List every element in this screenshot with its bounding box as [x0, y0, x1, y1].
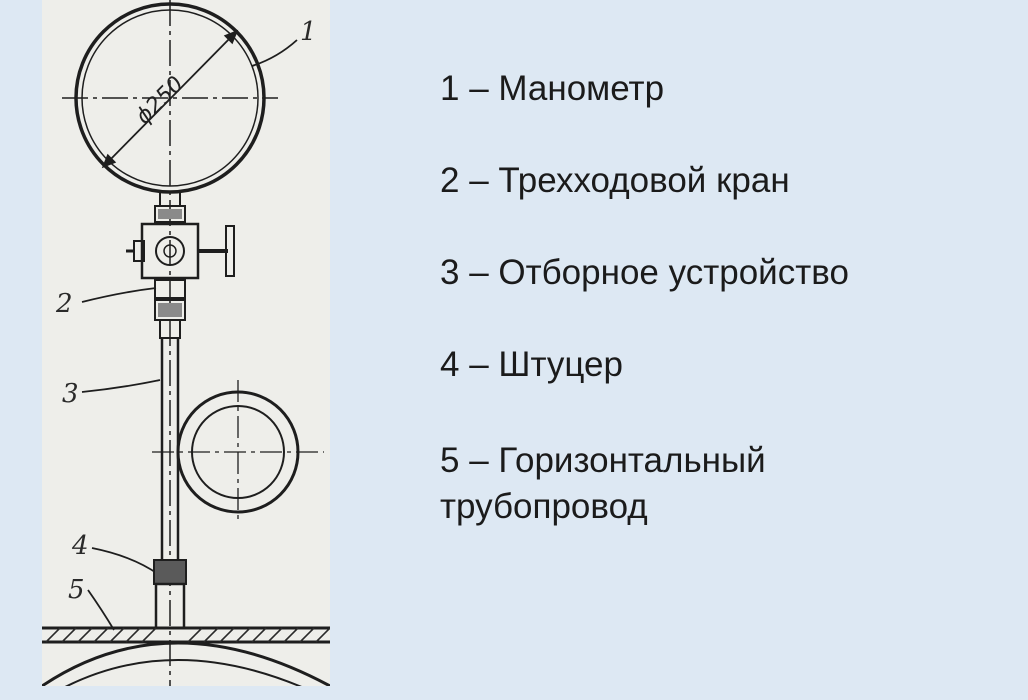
callout-1: 1 — [300, 17, 317, 47]
gauge-nut — [154, 205, 186, 223]
pressure-gauge-drawing: ϕ250 1 2 3 4 5 — [42, 0, 330, 686]
diameter-arrow-bottom — [101, 153, 117, 169]
leader-line-5 — [87, 589, 115, 631]
lower-nut-hatch — [158, 303, 182, 317]
legend-item-sampling-device: 3 – Отборное устройство — [440, 253, 849, 292]
legend-item-horizontal-pipeline: 5 – Горизонтальный трубопровод — [440, 441, 766, 526]
callout-4: 4 — [71, 531, 89, 561]
leader-line-4 — [91, 547, 159, 575]
legend-item-three-way-valve: 2 – Трехходовой кран — [440, 161, 790, 200]
fitting-hatched — [153, 559, 187, 585]
valve-plug — [155, 236, 185, 266]
valve-plug-core — [163, 244, 177, 258]
legend-item-gauge: 1 – Манометр — [440, 69, 665, 108]
nut-hatch — [158, 209, 182, 219]
diameter-line — [103, 31, 237, 167]
callout-3: 3 — [62, 379, 79, 409]
callout-5: 5 — [68, 575, 85, 605]
pipe-curve-inner — [65, 659, 302, 686]
legend-item-fitting: 4 – Штуцер — [440, 345, 623, 384]
diameter-arrow-top — [223, 29, 239, 45]
pipe-curve-outer — [42, 641, 330, 686]
lower-nut-1 — [154, 279, 186, 299]
valve-handle — [225, 225, 235, 277]
diameter-label: ϕ250 — [131, 72, 189, 130]
leader-line-2 — [81, 287, 157, 303]
technical-drawing: ϕ250 1 2 3 4 5 — [42, 0, 330, 686]
pipe-wall-hatching — [45, 627, 330, 643]
leader-line-3 — [81, 379, 161, 393]
collar — [159, 319, 181, 339]
leader-line-1 — [251, 39, 298, 67]
callout-2: 2 — [55, 289, 73, 319]
